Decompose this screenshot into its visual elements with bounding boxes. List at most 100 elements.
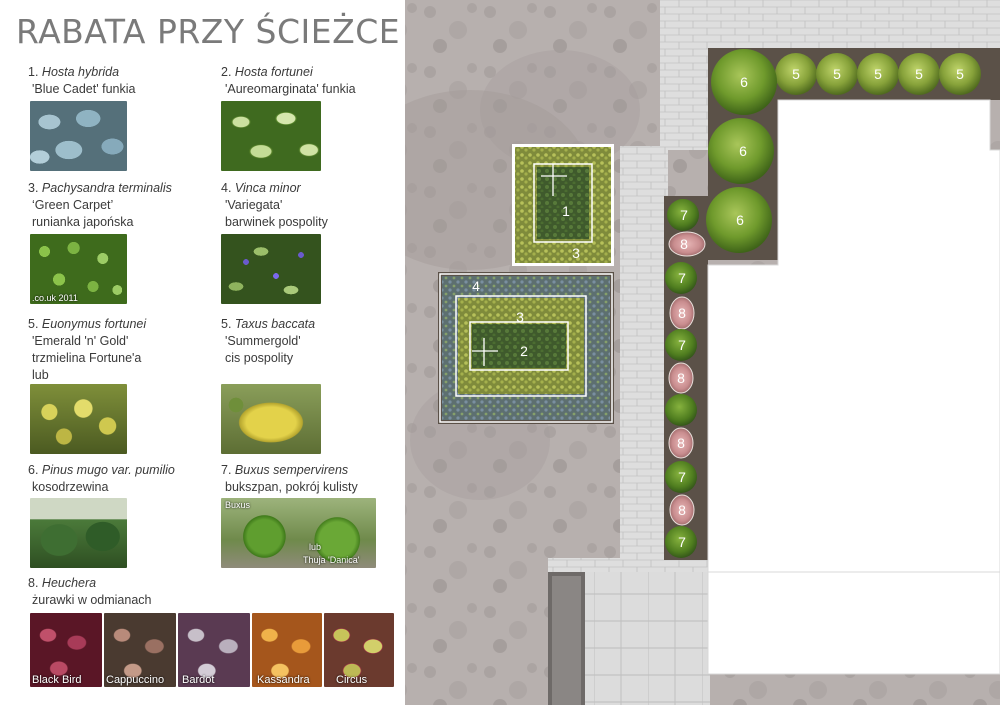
heuchera-kassandra-photo: Kassandra (252, 613, 322, 687)
plant-species: Taxus baccata (234, 317, 316, 331)
plant-entry-5a: 5. Euonymus fortunei 'Emerald 'n' Gold' … (28, 316, 146, 384)
hedge-label: 5 (956, 66, 964, 82)
plant-common-name: kosodrzewina (32, 480, 109, 494)
buxus-ball (665, 262, 697, 294)
plant-alt-note: lub (32, 368, 49, 382)
plant-number: 3. (28, 181, 39, 195)
taxus-photo (221, 384, 321, 454)
plant-species: Euonymus fortunei (41, 317, 147, 331)
plant-cultivar: 'Aureomarginata' funkia (225, 82, 356, 96)
border-label: 7 (678, 270, 686, 286)
pine-shrub (711, 49, 777, 115)
heuchera-black-bird-photo: Black Bird (30, 613, 102, 687)
plant-entry-3: 3. Pachysandra terminalis ‘Green Carpet’… (28, 180, 172, 231)
terrace-edge-inner (552, 576, 581, 705)
plant-species: Buxus sempervirens (234, 463, 349, 477)
bed-2-crosshair (472, 338, 498, 366)
heuchera-variety-label: Bardot (182, 674, 215, 686)
border-label: 8 (678, 305, 686, 321)
bed-1-hosta (537, 167, 589, 239)
border-label: 8 (678, 502, 686, 518)
heuchera-clump (669, 494, 695, 526)
plant-entry-2: 2. Hosta fortunei 'Aureomarginata' funki… (221, 64, 356, 98)
pinus-mugo-photo (30, 498, 127, 568)
pine-shrub (708, 118, 774, 184)
plant-entry-5b: 5. Taxus baccata 'Summergold' cis pospol… (221, 316, 315, 367)
heuchera-variety-label: Kassandra (257, 674, 310, 686)
plant-species: Pinus mugo var. pumilio (41, 463, 175, 477)
hosta-aureomarginata-photo (221, 101, 321, 171)
pine-label: 6 (740, 74, 748, 90)
plant-cultivar: 'Emerald 'n' Gold' (32, 334, 129, 348)
plant-common-name: trzmielina Fortune'a (32, 351, 142, 365)
path-paving-side (620, 146, 668, 560)
lawn-lower (707, 571, 1000, 675)
plant-cultivar: 'Blue Cadet' funkia (32, 82, 136, 96)
heuchera-cappuccino-photo: Cappuccino (104, 613, 176, 687)
path-paving-top (660, 0, 1000, 150)
heuchera-variety-label: Black Bird (32, 674, 82, 686)
buxus-ball (665, 394, 697, 426)
plant-species: Pachysandra terminalis (41, 181, 172, 195)
plant-common-name: runianka japońska (32, 215, 134, 229)
bed-1-hosta-label: 1 (562, 203, 570, 219)
buxus-ball (667, 199, 699, 231)
pine-label: 6 (739, 143, 747, 159)
border-label: 7 (678, 469, 686, 485)
plant-cultivar: 'Variegata' (225, 198, 283, 212)
heuchera-clump (668, 362, 694, 394)
bed-2-hosta (472, 324, 566, 368)
hedge-label: 5 (874, 66, 882, 82)
photo-caption-or: lub (309, 542, 322, 552)
plant-common-name: żurawki w odmianach (32, 593, 152, 607)
plant-number: 4. (221, 181, 232, 195)
plant-species: Hosta fortunei (234, 65, 313, 79)
bed-2-inner-frame (469, 321, 569, 371)
border-label: 8 (680, 236, 688, 252)
plant-entry-6: 6. Pinus mugo var. pumilio kosodrzewina (28, 462, 175, 496)
hedge-shrub (939, 53, 981, 95)
hedge-label: 5 (915, 66, 923, 82)
border-label: 8 (677, 435, 685, 451)
border-label: 7 (678, 534, 686, 550)
bed-1-crosshair (541, 164, 567, 196)
pachysandra-photo: .co.uk 2011 (30, 234, 127, 304)
bed-2-vinca-label: 4 (472, 278, 480, 294)
plant-species: Hosta hybrida (41, 65, 120, 79)
vinca-photo (221, 234, 321, 304)
heuchera-clump (669, 296, 695, 330)
plant-legend-panel: RABATA PRZY ŚCIEŻCE 1. Hosta hybrida 'Bl… (0, 0, 405, 705)
hedge-shrub (775, 53, 817, 95)
buxus-ball (665, 461, 697, 493)
path-paving-step (548, 558, 708, 572)
plant-entry-8: 8. Heuchera żurawki w odmianach (28, 575, 152, 609)
photo-caption-buxus: Buxus (225, 500, 251, 510)
heuchera-clump (668, 427, 694, 459)
plant-number: 5. (221, 317, 232, 331)
bed-1-pachysandra-label: 3 (572, 245, 580, 261)
heuchera-clump (668, 231, 706, 257)
hedge-row: 5 5 5 5 5 (775, 53, 981, 95)
photo-caption-thuja: Thuja 'Danica' (303, 555, 360, 565)
pine-label: 6 (736, 212, 744, 228)
garden-plan-svg: 1 3 4 3 2 5 5 5 5 5 6 6 (405, 0, 1000, 705)
plant-entry-1: 1. Hosta hybrida 'Blue Cadet' funkia (28, 64, 135, 98)
plant-species: Vinca minor (234, 181, 301, 195)
plant-entry-7: 7. Buxus sempervirens bukszpan, pokrój k… (221, 462, 358, 496)
plant-number: 7. (221, 463, 232, 477)
photo-credit: .co.uk 2011 (32, 293, 78, 303)
plant-number: 6. (28, 463, 39, 477)
bed-1-inner-frame (533, 163, 593, 243)
plant-number: 8. (28, 576, 39, 590)
border-label: 7 (678, 337, 686, 353)
buxus-ball (665, 329, 697, 361)
plant-cultivar: ‘Green Carpet’ (32, 198, 114, 212)
pine-group: 6 6 6 (706, 49, 777, 253)
heuchera-variety-label: Circus (336, 674, 368, 686)
hedge-shrub (898, 53, 940, 95)
bed-2-pachysandra-label: 3 (516, 309, 524, 325)
bed-2-mid-frame (455, 295, 587, 397)
plant-species: Heuchera (41, 576, 97, 590)
heuchera-bardot-photo: Bardot (178, 613, 250, 687)
euonymus-photo (30, 384, 127, 454)
